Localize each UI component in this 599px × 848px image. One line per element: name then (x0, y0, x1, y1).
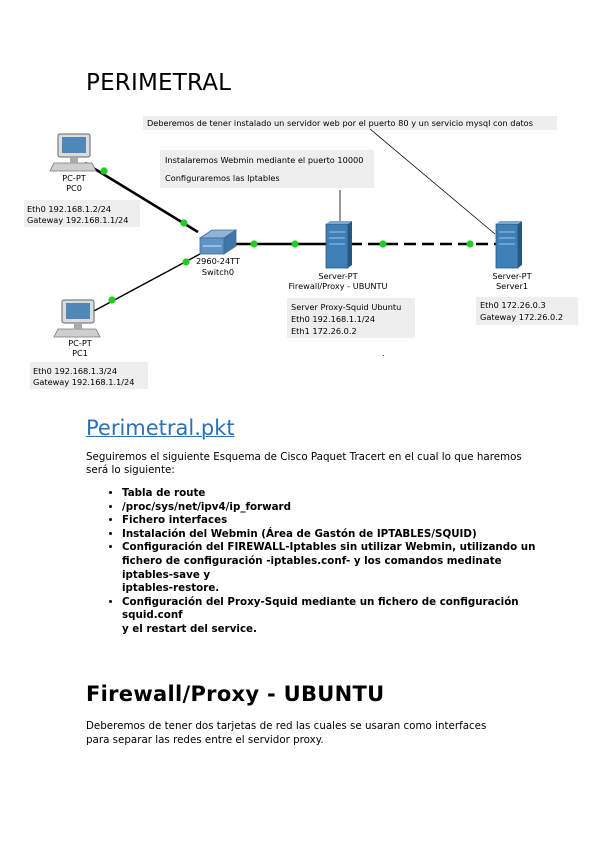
pc0-eth-label: Eth0 192.168.1.2/24 (27, 204, 111, 214)
server1-eth-label: Eth0 172.26.0.3 (480, 300, 546, 310)
page-title: PERIMETRAL (86, 70, 232, 96)
list-item: Instalación del Webmin (Área de Gastón d… (122, 528, 552, 542)
link-dot (250, 240, 258, 248)
link-dot (466, 240, 474, 248)
pc1-label-bg (30, 362, 148, 389)
list-item: /proc/sys/net/ipv4/ip_forward (122, 501, 552, 515)
list-item: Configuración del FIREWALL-Iptables sin … (122, 541, 552, 595)
firewall-label-bg (287, 298, 415, 338)
firewall-desc-label: Server Proxy-Squid Ubuntu (291, 302, 401, 312)
pc1-type-label: PC-PT (68, 338, 93, 348)
note-webmin: Instalaremos Webmin mediante el puerto 1… (165, 155, 363, 165)
link-status-dots (100, 167, 474, 304)
firewall-server-icon[interactable] (325, 221, 352, 269)
pc1-name-label: PC1 (72, 348, 88, 358)
link-dot (379, 240, 387, 248)
firewall-type-label: Server-PT (318, 271, 358, 281)
switch-model-label: 2960-24TT (196, 256, 241, 266)
server1-name-label: Server1 (496, 281, 528, 291)
link-dot (182, 258, 190, 266)
switch-icon[interactable] (198, 229, 238, 255)
pc0-label-bg (24, 200, 140, 227)
perimetral-pkt-link[interactable]: Perimetral.pkt (86, 416, 235, 440)
section-paragraph: Deberemos de tener dos tarjetas de red l… (86, 720, 487, 746)
pc0-computer-icon[interactable] (49, 133, 97, 172)
link-dot (291, 240, 299, 248)
link-dot (108, 296, 116, 304)
firewall-name-label: Firewall/Proxy - UBUNTU (289, 281, 388, 291)
server1-icon[interactable] (495, 221, 522, 269)
note-server-bg (143, 116, 557, 130)
pc0-name-label: PC0 (66, 183, 82, 193)
pc0-type-label: PC-PT (62, 173, 87, 183)
pc1-eth-label: Eth0 192.168.1.3/24 (33, 366, 117, 376)
switch-name-label: Switch0 (202, 267, 234, 277)
list-item: Configuración del Proxy-Squid mediante u… (122, 596, 552, 637)
link-dot (100, 167, 108, 175)
pc1-computer-icon[interactable] (53, 299, 101, 338)
pc0-gateway-label: Gateway 192.168.1.1/24 (27, 215, 128, 225)
note-server-pointer (369, 128, 496, 235)
stray-dot: . (382, 348, 385, 358)
server1-label-bg (476, 297, 578, 325)
note-server: Deberemos de tener instalado un servidor… (147, 118, 533, 128)
task-list: Tabla de route /proc/sys/net/ipv4/ip_for… (100, 487, 552, 637)
network-diagram: PC-PT PC0 Eth0 192.168.1.2/24 Gateway 19… (24, 116, 578, 389)
firewall-eth1-label: Eth1 172.26.0.2 (291, 326, 357, 336)
link-dot (180, 219, 188, 227)
server1-type-label: Server-PT (492, 271, 532, 281)
list-item: Fichero interfaces (122, 514, 552, 528)
firewall-eth0-label: Eth0 192.168.1.1/24 (291, 314, 375, 324)
section-heading: Firewall/Proxy - UBUNTU (86, 682, 385, 706)
pc1-gateway-label: Gateway 192.168.1.1/24 (33, 377, 134, 387)
note-iptables: Configuraremos las Iptables (165, 173, 280, 183)
list-item: Tabla de route (122, 487, 552, 501)
server1-gateway-label: Gateway 172.26.0.2 (480, 312, 563, 322)
intro-paragraph: Seguiremos el siguiente Esquema de Cisco… (86, 451, 522, 476)
note-webmin-bg (160, 150, 374, 188)
